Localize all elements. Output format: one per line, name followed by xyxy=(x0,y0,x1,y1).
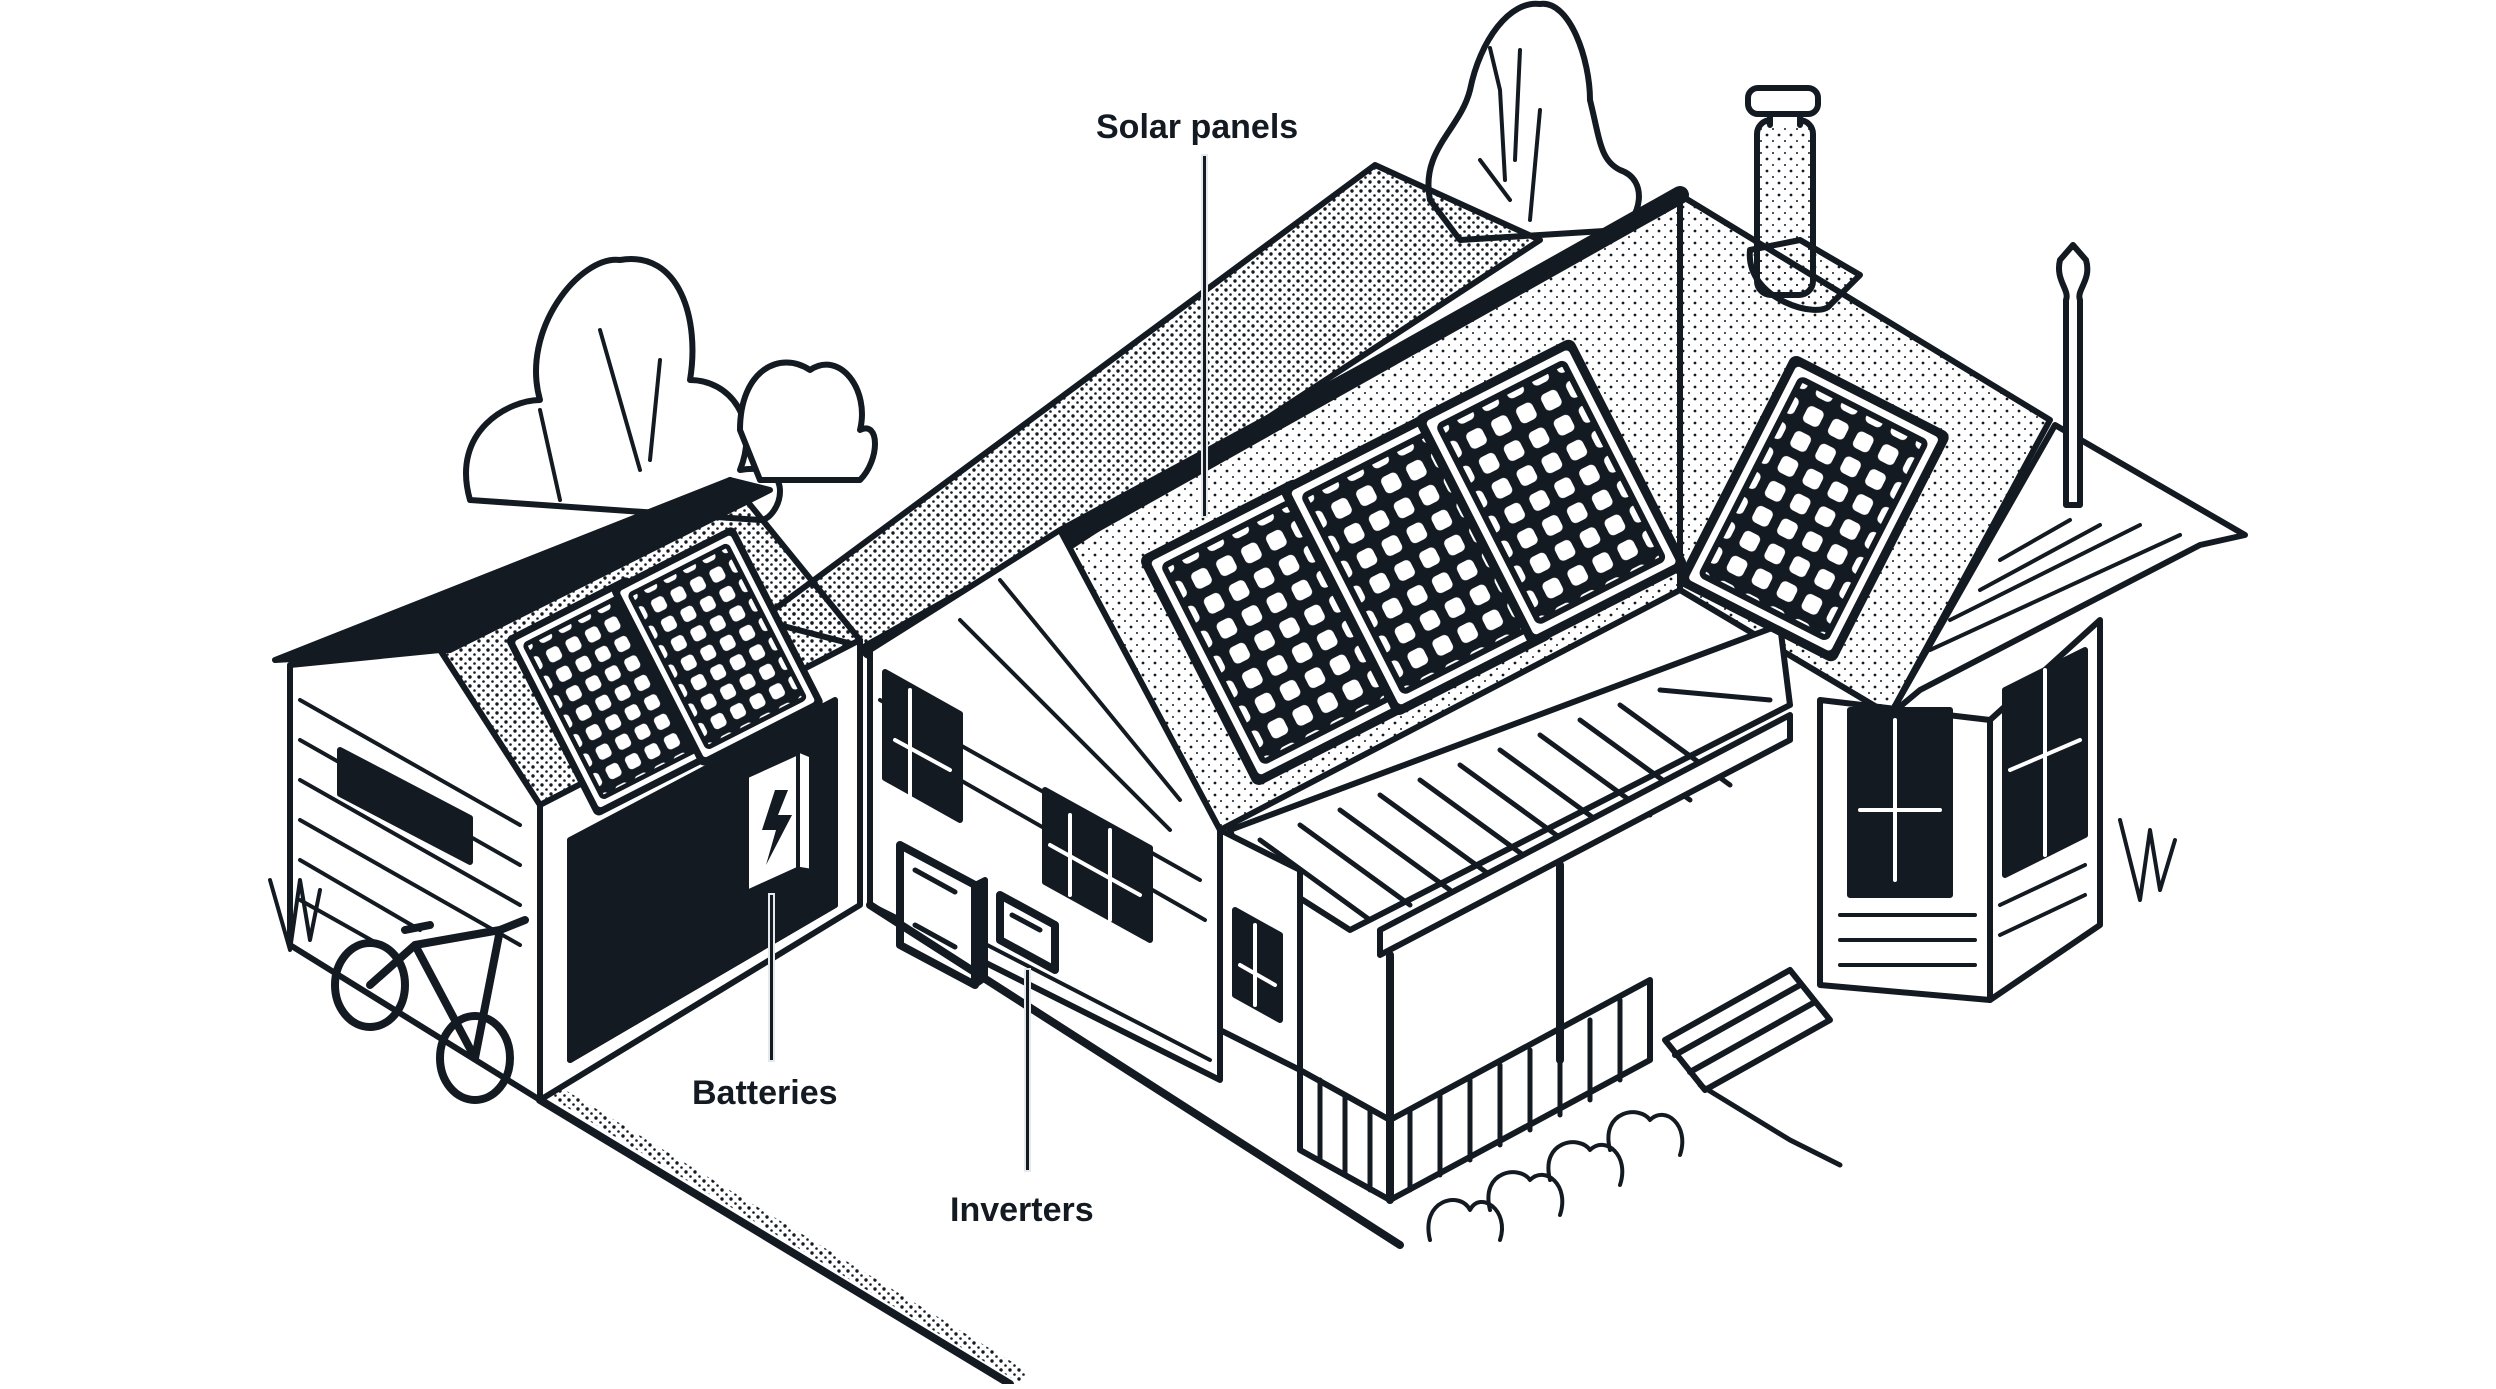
bicycle-icon xyxy=(331,916,529,1104)
walkway xyxy=(866,901,1404,1249)
solar-panels-leader xyxy=(1203,156,1206,516)
tree-center-icon xyxy=(1425,0,1642,243)
inverters-label: Inverters xyxy=(950,1191,1094,1229)
garage-window-icon xyxy=(337,747,473,865)
window-right-wing-right-icon xyxy=(2002,647,2088,878)
battery-icon xyxy=(741,746,815,899)
inverter-large-icon xyxy=(896,841,988,989)
inverters-leader xyxy=(1026,970,1029,1170)
solar-panels-label: Solar panels xyxy=(1096,108,1299,146)
inverter-small-icon xyxy=(996,891,1059,974)
driveway xyxy=(536,1096,1014,1388)
chimney-icon xyxy=(1745,85,1863,313)
batteries-label: Batteries xyxy=(692,1074,838,1112)
grass-icon xyxy=(268,818,2177,952)
window-center-right-icon xyxy=(1042,787,1153,943)
batteries-leader xyxy=(770,895,773,1060)
shrubs-icon xyxy=(1426,1110,1685,1242)
finial-icon xyxy=(2055,242,2091,508)
window-right-wing-left-icon xyxy=(1847,707,1953,898)
porch-steps-icon xyxy=(1662,967,1833,1093)
porch-railing xyxy=(1297,977,1653,1203)
lightning-bolt-icon xyxy=(762,790,792,865)
window-porch-icon xyxy=(1232,907,1283,1023)
window-center-left-icon xyxy=(882,669,963,823)
tree-left-icon xyxy=(463,256,878,523)
